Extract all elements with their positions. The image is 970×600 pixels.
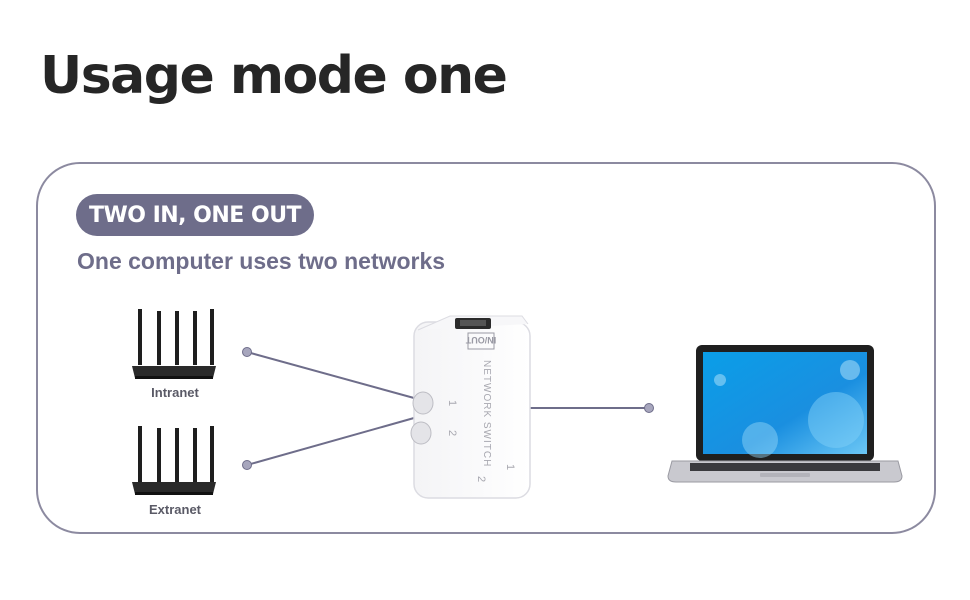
switch-button-label-2: 2 xyxy=(446,430,458,436)
switch-port-number-1: 1 xyxy=(504,464,516,470)
mode-badge: TWO IN, ONE OUT xyxy=(76,194,314,236)
extranet-cable xyxy=(246,417,415,466)
router-icon xyxy=(132,426,216,495)
connection-lines xyxy=(242,347,654,470)
connector-dot xyxy=(242,347,252,357)
router-icon xyxy=(132,309,216,379)
switch-port-number-2: 2 xyxy=(475,476,487,482)
switch-device-name: NETWORK SWITCH xyxy=(481,360,492,467)
network-switch-icon: IN/OUT NETWORK SWITCH 1 2 2 1 xyxy=(410,315,531,499)
laptop-icon xyxy=(667,345,903,483)
subtitle: One computer uses two networks xyxy=(77,248,446,274)
extranet-label: Extranet xyxy=(149,502,202,517)
connector-dot xyxy=(644,403,654,413)
switch-button-label-1: 1 xyxy=(446,400,458,406)
switch-button-2 xyxy=(410,421,432,445)
intranet-cable xyxy=(246,351,415,399)
intranet-label: Intranet xyxy=(151,385,199,400)
switch-button-1 xyxy=(412,391,434,415)
switch-port-label: IN/OUT xyxy=(465,335,496,345)
connector-dot xyxy=(242,460,252,470)
page-title: Usage mode one xyxy=(40,46,508,106)
